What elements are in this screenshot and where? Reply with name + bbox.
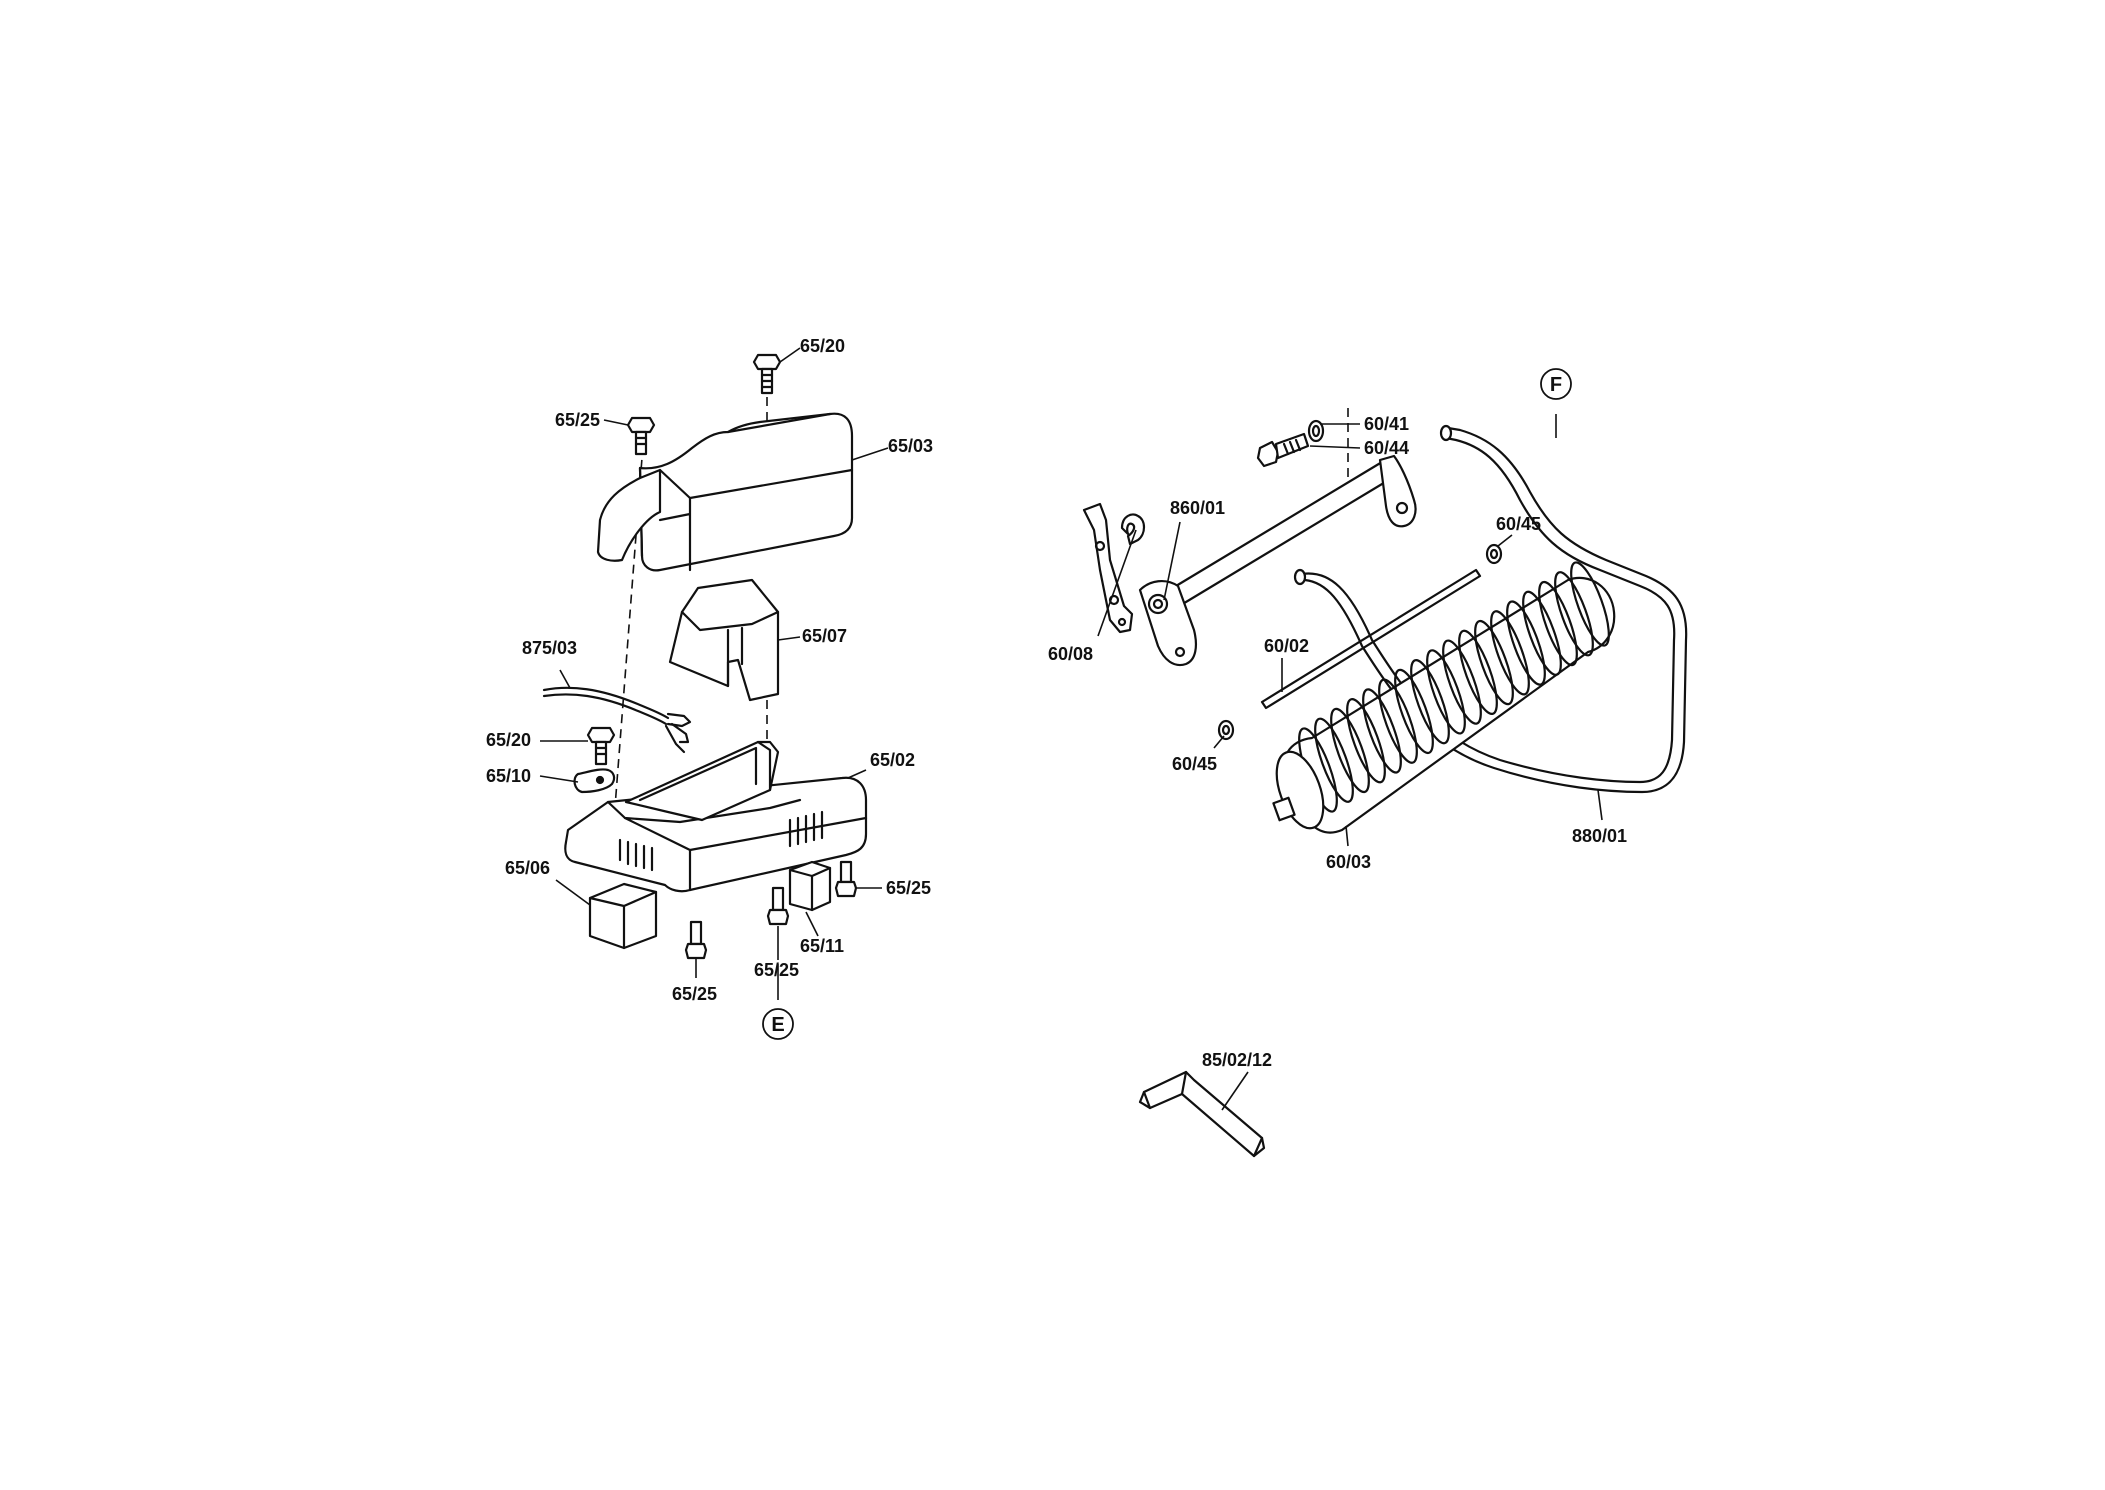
callout-65-25-right: 65/25 — [886, 878, 931, 898]
callout-60-41: 60/41 — [1364, 414, 1409, 434]
callout-65-07: 65/07 — [802, 626, 847, 646]
roller-rib — [1362, 688, 1402, 774]
foot-65-06 — [588, 882, 658, 950]
callout-875-03: 875/03 — [522, 638, 577, 658]
callout-65-20-top: 65/20 — [800, 336, 845, 356]
callout-65-10: 65/10 — [486, 766, 531, 786]
callout-60-08: 60/08 — [1048, 644, 1093, 664]
handle-880-01 — [1293, 424, 1688, 794]
cable-875-03 — [542, 686, 692, 754]
washer-60-41 — [1307, 419, 1325, 443]
cover-65-03 — [596, 412, 854, 572]
roller-rib — [1330, 707, 1370, 794]
callout-60-02: 60/02 — [1264, 636, 1309, 656]
callout-85-02-12: 85/02/12 — [1202, 1050, 1272, 1070]
callout-880-01: 880/01 — [1572, 826, 1627, 846]
roller-rib — [1410, 658, 1450, 745]
screw-65-25-right — [834, 860, 858, 898]
hex-key-85-02-12 — [1138, 1070, 1266, 1158]
bolt-60-44 — [1256, 432, 1310, 468]
roller-rib — [1538, 580, 1578, 667]
screw-65-25-bottom — [684, 920, 708, 960]
callout-65-03: 65/03 — [888, 436, 933, 456]
axle-860-01 — [1138, 454, 1417, 667]
callout-60-44: 60/44 — [1364, 438, 1409, 458]
callout-65-25-top: 65/25 — [555, 410, 600, 430]
reference-marker-e: E — [762, 1008, 794, 1040]
base-65-02 — [564, 740, 868, 893]
callout-65-06: 65/06 — [505, 858, 550, 878]
screw-65-25-top — [626, 416, 656, 456]
callout-65-20-mid: 65/20 — [486, 730, 531, 750]
roller-rib — [1474, 619, 1514, 706]
roller-rib — [1394, 668, 1434, 755]
callout-65-25-bottom: 65/25 — [672, 984, 717, 1004]
callout-60-45-right: 60/45 — [1496, 514, 1541, 534]
roller-rib — [1522, 590, 1562, 676]
roller-rib — [1570, 561, 1610, 647]
reference-marker-e-label: E — [771, 1014, 784, 1036]
roller-rib — [1506, 600, 1546, 686]
roller-rib — [1378, 678, 1418, 764]
roller-rib — [1490, 610, 1530, 696]
callout-65-02: 65/02 — [870, 750, 915, 770]
roller-rib — [1426, 649, 1466, 735]
reference-marker-f: F — [1540, 368, 1572, 400]
clip-60-45-left — [1217, 719, 1235, 741]
leader-lines — [539, 347, 1603, 1111]
callout-labels: 65/20 65/25 65/03 65/07 875/03 65/20 65/… — [486, 336, 1627, 1070]
plate-65-07 — [668, 578, 780, 702]
clip-60-45-right — [1485, 543, 1503, 565]
callout-860-01: 860/01 — [1170, 498, 1225, 518]
screw-65-25-mid — [766, 886, 790, 926]
reference-marker-f-label: F — [1550, 374, 1562, 396]
bracket-60-08 — [1082, 502, 1146, 634]
roller-rib — [1442, 639, 1482, 725]
callout-65-25-mid: 65/25 — [754, 960, 799, 980]
screw-65-20-mid — [586, 726, 616, 766]
roller-rib — [1458, 629, 1498, 716]
roller-rib — [1346, 698, 1386, 784]
roller-rib — [1554, 571, 1594, 657]
clip-65-10 — [573, 768, 616, 794]
foot-65-11 — [788, 860, 832, 912]
callout-65-11: 65/11 — [800, 936, 844, 956]
roller-60-03 — [1272, 561, 1616, 834]
callout-60-45-left: 60/45 — [1172, 754, 1217, 774]
roller-rib — [1314, 717, 1354, 803]
screw-65-20-top — [752, 353, 782, 395]
callout-60-03: 60/03 — [1326, 852, 1371, 872]
